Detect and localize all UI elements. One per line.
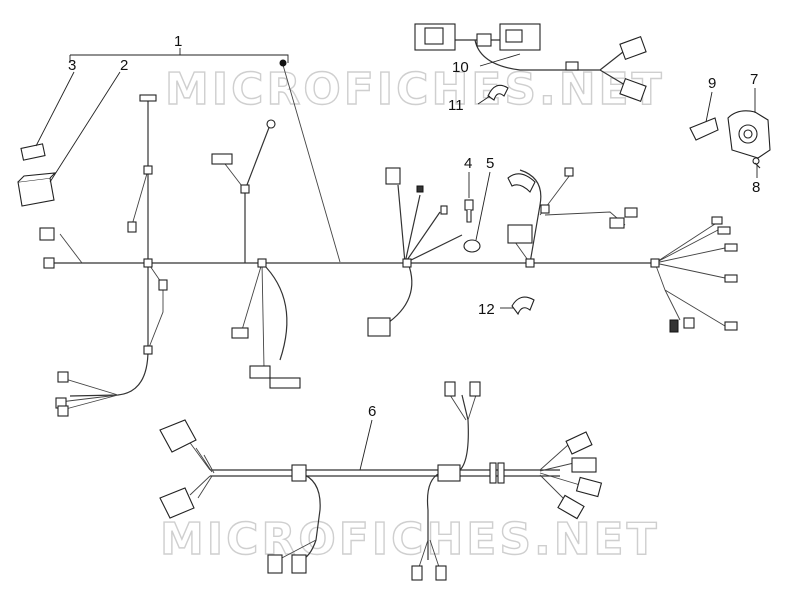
- callout-1-bracket: [69, 54, 289, 63]
- callout-5[interactable]: 5: [486, 155, 494, 172]
- callout-5-leader: [475, 171, 491, 241]
- watermark-top: MICROFICHES.NET: [165, 64, 665, 115]
- callout-3[interactable]: 3: [68, 57, 76, 74]
- callout-9-leader: [705, 91, 713, 123]
- part-4-screw[interactable]: [464, 199, 474, 223]
- part-5-grommet[interactable]: [463, 239, 481, 253]
- part-9-bracket[interactable]: [689, 117, 719, 141]
- part-3-fuse[interactable]: [20, 143, 46, 161]
- watermark-bottom: MICROFICHES.NET: [160, 514, 660, 565]
- callout-9[interactable]: 9: [708, 75, 716, 92]
- callout-10-leader: [479, 53, 521, 67]
- part-7-component[interactable]: [727, 110, 771, 159]
- callout-6[interactable]: 6: [368, 403, 376, 420]
- callout-11[interactable]: 11: [448, 97, 464, 114]
- part-11-clip[interactable]: [487, 84, 509, 101]
- part-8-screw[interactable]: [752, 157, 761, 169]
- callout-3-leader: [35, 71, 75, 147]
- part-2-relay[interactable]: [17, 172, 57, 207]
- part-10-cable[interactable]: [414, 23, 647, 102]
- part-12-clip[interactable]: [511, 296, 535, 316]
- callout-11-leader: [477, 95, 491, 105]
- callout-2[interactable]: 2: [120, 57, 128, 74]
- callout-8[interactable]: 8: [752, 179, 760, 196]
- callout-1-dot: [279, 59, 287, 67]
- callout-10[interactable]: 10: [452, 59, 469, 76]
- callout-2-leader: [49, 71, 121, 183]
- callout-1[interactable]: 1: [174, 33, 182, 50]
- main-harness[interactable]: [39, 64, 738, 417]
- callout-12[interactable]: 12: [478, 301, 495, 318]
- callout-7[interactable]: 7: [750, 71, 758, 88]
- callout-4[interactable]: 4: [464, 155, 472, 172]
- callout-6-leader: [359, 419, 373, 471]
- part-6-harness[interactable]: [159, 381, 603, 581]
